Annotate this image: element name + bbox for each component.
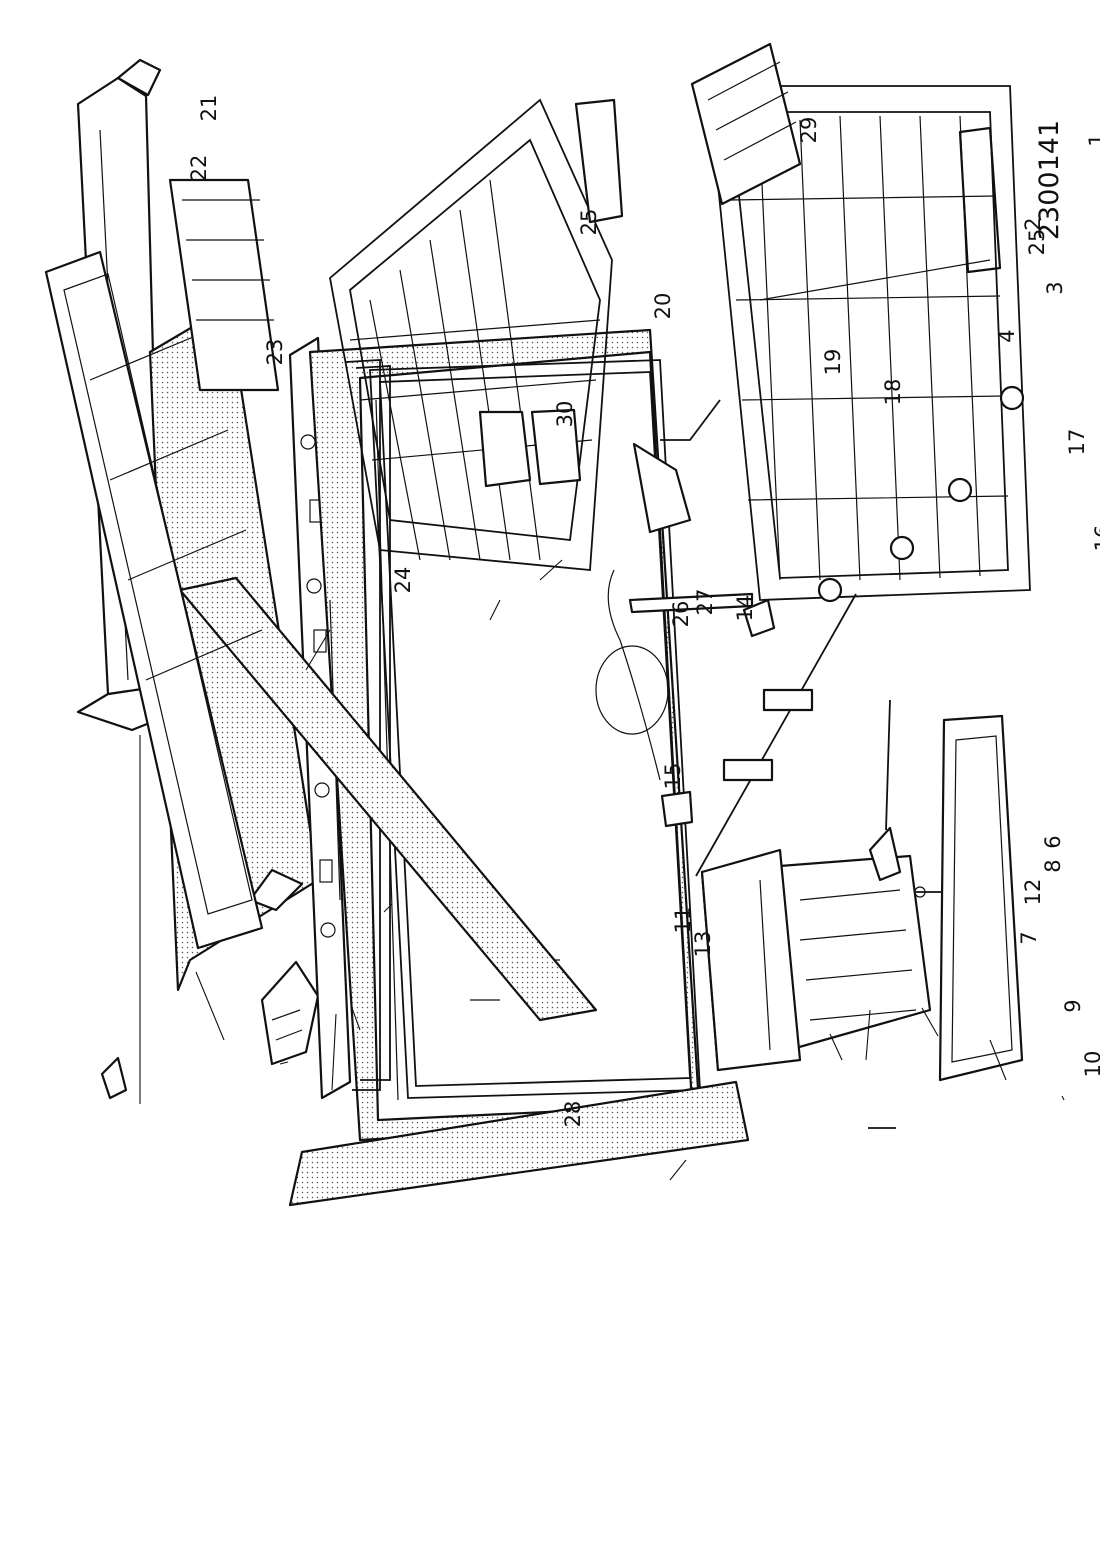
label-28: 28	[561, 1101, 585, 1128]
part-28-wheels	[817, 385, 1025, 603]
part-21-cutlery-tray	[44, 250, 264, 950]
label-22: 22	[187, 155, 211, 182]
label-25-lower: 25	[1025, 229, 1049, 256]
label-9: 9	[1061, 999, 1085, 1012]
part-14-rail	[628, 592, 754, 614]
label-11: 11	[671, 907, 695, 934]
label-12: 12	[1021, 879, 1045, 906]
label-19: 19	[821, 349, 845, 376]
label-14: 14	[733, 595, 757, 622]
part-27-rack	[759, 259, 991, 301]
label-29: 29	[797, 117, 821, 144]
label-26: 26	[669, 601, 693, 628]
label-16: 16	[1091, 525, 1100, 552]
label-18: 18	[881, 379, 905, 406]
label-15: 15	[661, 763, 685, 790]
label-20: 20	[651, 293, 675, 320]
part-19-bracket	[248, 868, 304, 912]
label-2: 2	[1021, 217, 1045, 230]
part-29-cutlery-basket	[690, 42, 802, 206]
tub-body	[308, 328, 702, 1142]
part-24-adjusters	[478, 408, 582, 488]
part-labels: 1 2 3 4 5 6 7 8 9 10 11 12 13 14 15 16 1…	[187, 95, 1100, 1128]
part-15-clip	[660, 790, 694, 828]
label-7: 7	[1017, 931, 1041, 944]
part-5-side-panel	[288, 1080, 750, 1207]
label-17: 17	[1065, 429, 1089, 456]
part-8-rod	[695, 593, 857, 877]
label-6: 6	[1041, 835, 1065, 848]
label-8: 8	[1041, 859, 1065, 872]
label-25-upper: 25	[577, 209, 601, 236]
label-4: 4	[995, 329, 1019, 342]
label-3: 3	[1043, 281, 1067, 294]
part-23-upper-basket	[329, 98, 613, 571]
part-7-base	[700, 848, 932, 1072]
part-3-bracket	[260, 960, 320, 1066]
part-30-spray-arm	[632, 399, 721, 534]
part-13-rollers	[722, 688, 814, 782]
part-16-door-panel	[178, 576, 598, 1022]
part-11-foot	[868, 699, 902, 882]
label-23: 23	[263, 339, 287, 366]
label-10: 10	[1081, 1051, 1100, 1078]
label-24: 24	[391, 567, 415, 594]
label-13: 13	[691, 931, 715, 958]
label-1: 1	[1085, 133, 1100, 146]
part-22-supports	[168, 178, 280, 392]
label-21: 21	[197, 95, 221, 122]
label-27: 27	[693, 589, 717, 616]
label-30: 30	[553, 401, 577, 428]
drawing-code: 2300141	[1034, 120, 1065, 240]
part-12-cap	[742, 598, 776, 638]
part-26-lower-basket	[707, 85, 1031, 601]
part-10-screws	[868, 886, 942, 1129]
leader-lines	[139, 559, 1065, 1181]
part-20-clip	[100, 1056, 128, 1100]
part-9-base-plate	[938, 714, 1024, 1082]
part-25-handle-upper	[574, 98, 624, 224]
